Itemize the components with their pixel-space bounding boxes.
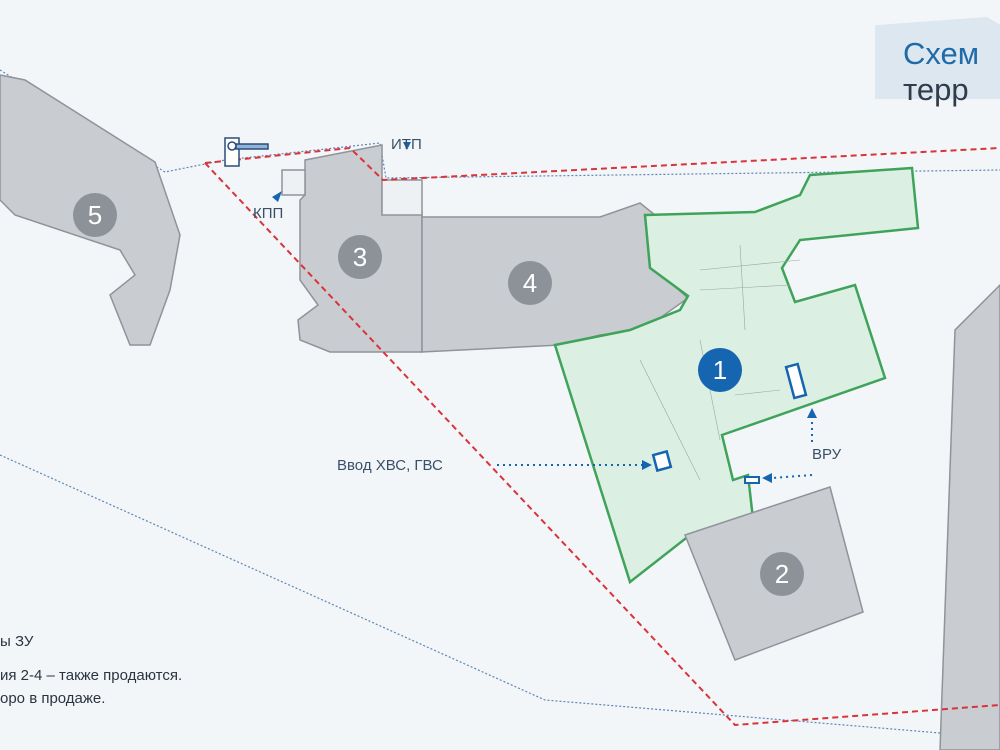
itp-label: ИТП xyxy=(391,136,422,153)
water-inlet-label: Ввод ХВС, ГВС xyxy=(337,457,443,474)
legend-line-2: ия 2-4 – также продаются. xyxy=(0,667,183,684)
building-4 xyxy=(421,202,690,353)
building-1-label: 1 xyxy=(698,348,742,392)
title-line-2: терр xyxy=(903,72,969,107)
arrow-head xyxy=(807,408,817,418)
vru-panel-marker xyxy=(744,476,760,484)
vru-label: ВРУ xyxy=(812,446,842,463)
legend-line-1: ы ЗУ xyxy=(0,633,34,650)
itp-box xyxy=(381,179,423,216)
land-plot-boundary-lower xyxy=(204,162,1000,727)
building-3-label: 3 xyxy=(338,235,382,279)
vru-arrow-left xyxy=(771,474,813,479)
water-inlet-marker xyxy=(651,449,673,473)
land-plot-boundary xyxy=(204,146,1000,182)
title-line-1: Схем xyxy=(903,36,980,71)
arrow-head xyxy=(272,191,282,202)
kpp-label: КПП xyxy=(253,205,284,222)
barrier-gate-icon xyxy=(224,137,269,167)
building-4-label: 4 xyxy=(508,261,552,305)
arrow-head xyxy=(762,473,772,483)
building-2-label: 2 xyxy=(760,552,804,596)
kpp-box xyxy=(281,169,306,196)
vru-marker xyxy=(784,362,808,400)
legend-line-3: оро в продаже. xyxy=(0,690,106,707)
title-backdrop xyxy=(875,17,1000,99)
building-5-label: 5 xyxy=(73,193,117,237)
building-right xyxy=(939,283,1000,750)
arrow-head xyxy=(642,460,652,470)
territory-boundary-lower xyxy=(0,454,1000,739)
arrow-head xyxy=(403,142,411,150)
